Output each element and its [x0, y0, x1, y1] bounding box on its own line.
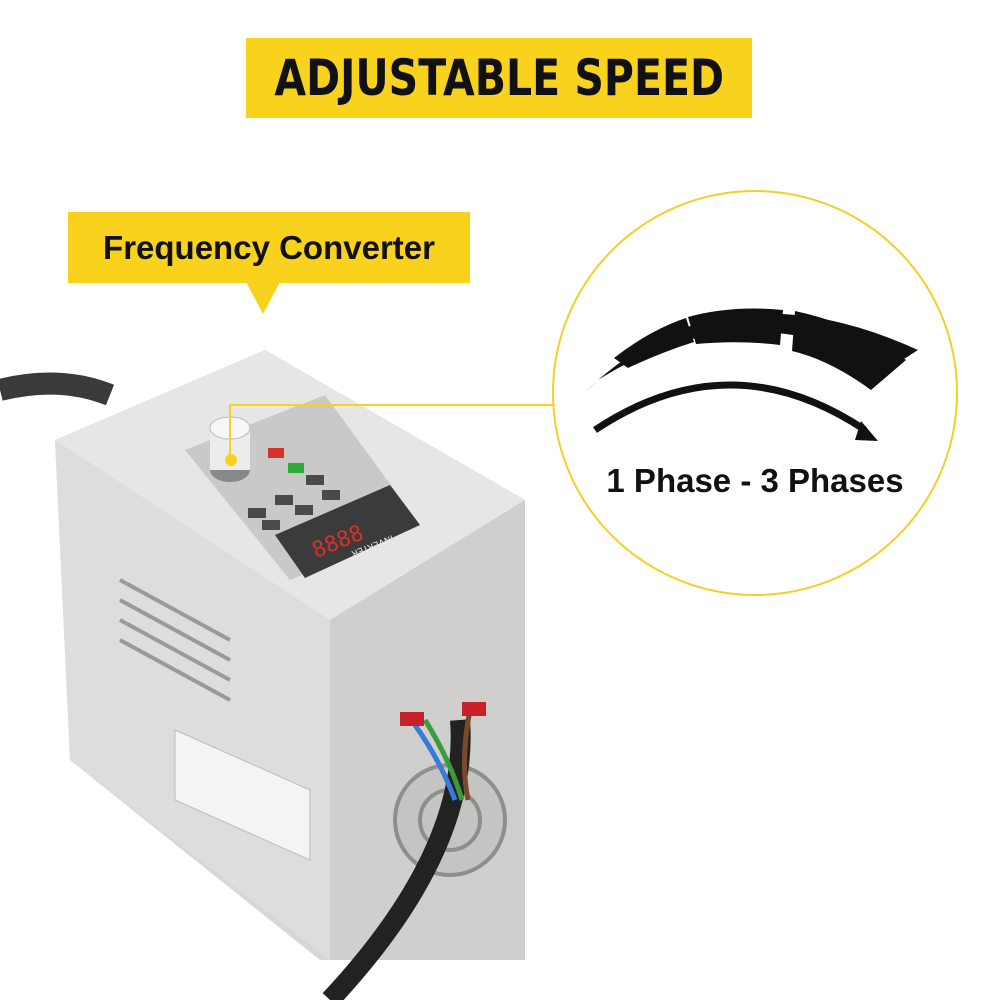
terminal-connector — [400, 712, 424, 726]
feature-circle — [552, 190, 958, 596]
terminal-connector — [462, 702, 486, 716]
callout-connector-line — [229, 404, 555, 458]
cable-wires — [412, 709, 473, 801]
title-banner: ADJUSTABLE SPEED — [246, 38, 752, 118]
banner-title: ADJUSTABLE SPEED — [274, 49, 724, 107]
spec-label — [174, 729, 311, 861]
run-button — [288, 463, 304, 473]
product-callout: Frequency Converter — [68, 212, 470, 283]
stop-button — [268, 448, 284, 458]
output-cable — [322, 719, 471, 1000]
callout-dot — [225, 454, 237, 466]
callout-pointer — [246, 282, 280, 314]
led-display — [275, 485, 420, 578]
power-cable — [0, 372, 115, 406]
feature-label: 1 Phase - 3 Phases — [606, 462, 904, 499]
side-vents — [119, 578, 231, 702]
callout-label: Frequency Converter — [103, 228, 435, 266]
keypad-buttons — [248, 475, 340, 530]
